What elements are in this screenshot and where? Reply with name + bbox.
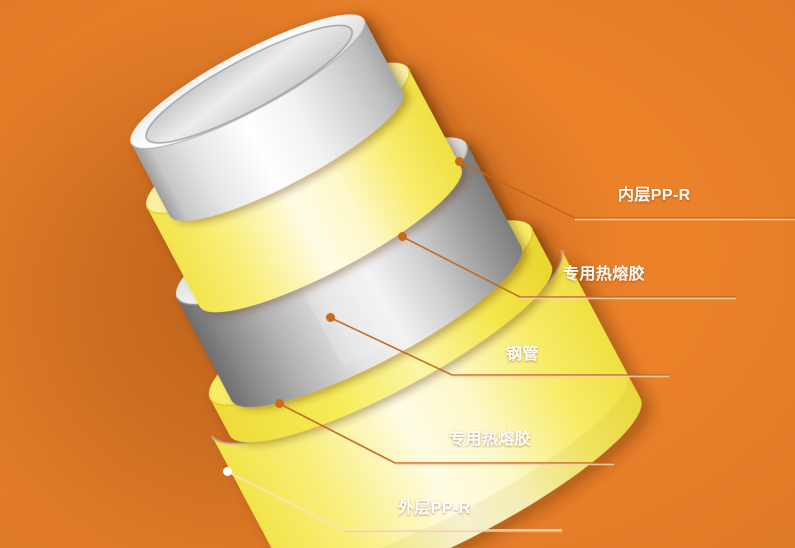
callout-label-outer-adhesive: 专用热熔胶 bbox=[449, 431, 532, 448]
callout-label-outer-ppr: 外层PP-R bbox=[398, 500, 471, 517]
callout-label-inner-adhesive: 专用热熔胶 bbox=[563, 266, 646, 283]
callout-dot-steel-pipe bbox=[326, 313, 335, 322]
callout-label-inner-ppr: 内层PP-R bbox=[618, 187, 691, 204]
callout-dot-outer-adhesive bbox=[275, 399, 284, 408]
callout-dot-outer-ppr bbox=[223, 467, 232, 476]
callout-dot-inner-ppr bbox=[455, 157, 464, 166]
callout-label-steel-pipe: 钢管 bbox=[506, 346, 539, 363]
callout-dot-inner-adhesive bbox=[398, 232, 407, 241]
